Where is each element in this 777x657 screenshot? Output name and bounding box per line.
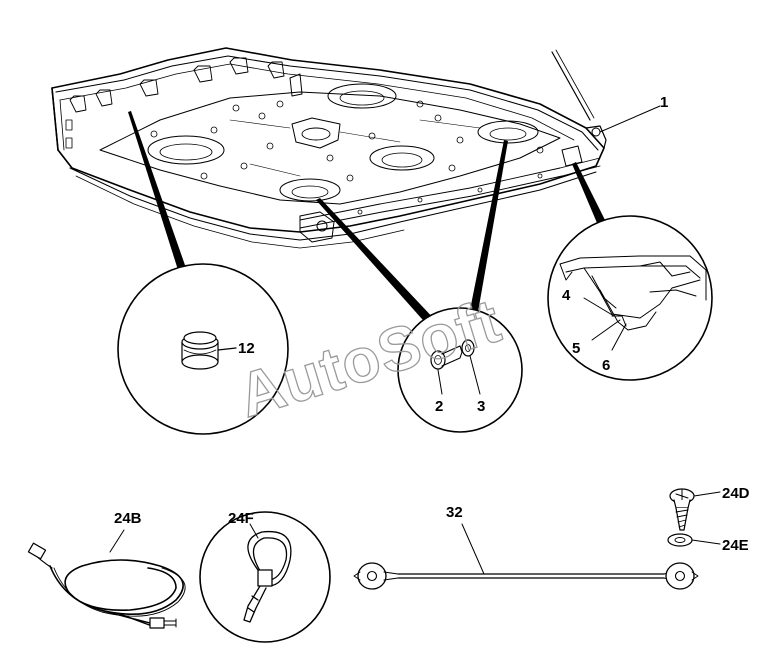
callout-24B: 24B xyxy=(114,510,142,527)
cable-24B xyxy=(27,529,186,629)
ground-strap-32 xyxy=(353,523,699,590)
main-cover-panel xyxy=(51,47,607,249)
cable-tie-24F xyxy=(199,511,331,643)
leader-1 xyxy=(599,105,661,133)
plug-part xyxy=(181,331,219,370)
detail-circle-plug xyxy=(117,263,289,435)
detail-leader-lines xyxy=(128,111,608,328)
callout-24E: 24E xyxy=(722,537,749,554)
callout-3: 3 xyxy=(477,398,485,415)
callout-24D: 24D xyxy=(722,485,750,502)
detail-circle-hinge xyxy=(547,215,713,381)
detail-circle-bolt-washer xyxy=(397,307,523,433)
washer-24E xyxy=(667,533,721,547)
callout-5: 5 xyxy=(572,340,580,357)
callout-1: 1 xyxy=(660,94,668,111)
callout-4: 4 xyxy=(562,287,571,304)
washer-part xyxy=(461,339,475,357)
callout-32: 32 xyxy=(446,504,463,521)
bolt-part xyxy=(430,345,463,370)
callout-24F: 24F xyxy=(228,510,254,527)
screw-24D xyxy=(669,488,721,531)
callout-2: 2 xyxy=(435,398,443,415)
callout-6: 6 xyxy=(602,357,610,374)
callout-12: 12 xyxy=(238,340,255,357)
